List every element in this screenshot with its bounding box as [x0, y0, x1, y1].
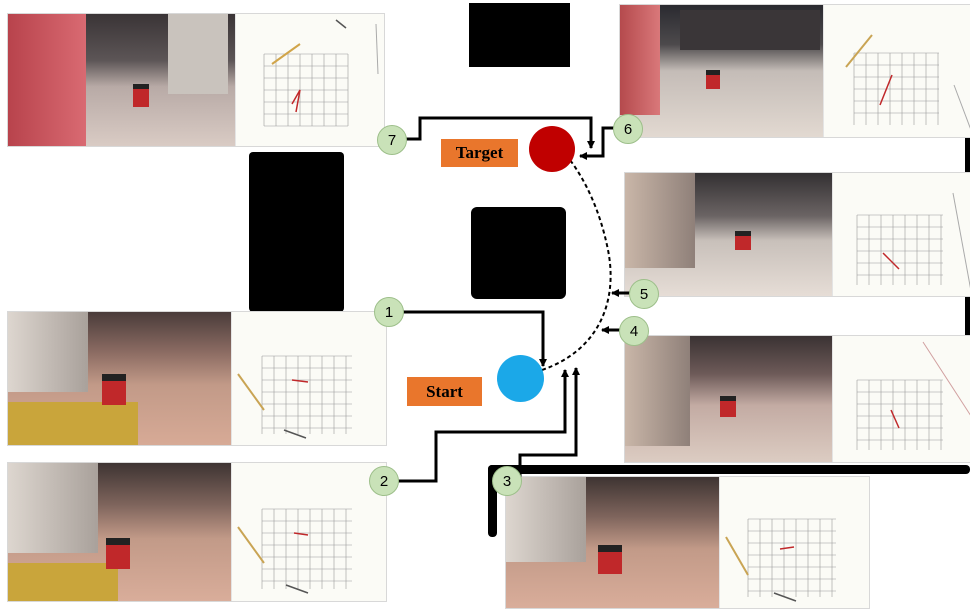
slam-map — [231, 463, 386, 601]
snapshot-panel-3 — [505, 476, 870, 609]
robot-icon — [106, 538, 130, 569]
camera-photo — [506, 477, 720, 608]
snapshot-panel-4 — [624, 335, 970, 463]
waypoint-badge-3: 3 — [492, 466, 522, 496]
camera-photo — [625, 336, 833, 462]
obstacle-left — [249, 152, 344, 312]
slam-map — [832, 336, 970, 462]
slam-map — [231, 312, 386, 445]
wall-segment-3h — [488, 465, 970, 474]
camera-photo — [620, 5, 824, 137]
connector-3 — [518, 367, 580, 481]
waypoint-badge-1: 1 — [374, 297, 404, 327]
connector-7 — [405, 116, 595, 149]
robot-icon — [720, 396, 736, 417]
waypoint-badge-6: 6 — [613, 114, 643, 144]
snapshot-panel-6 — [619, 4, 970, 138]
robot-icon — [706, 70, 720, 89]
connector-1 — [403, 310, 547, 367]
slam-map — [823, 5, 970, 137]
obstacle-center — [471, 207, 566, 299]
slam-map — [719, 477, 869, 608]
snapshot-panel-1 — [7, 311, 387, 446]
wall-segment-4 — [965, 295, 970, 335]
camera-photo — [625, 173, 833, 296]
camera-photo — [8, 14, 236, 146]
robot-icon — [133, 84, 149, 107]
waypoint-badge-5: 5 — [629, 279, 659, 309]
slam-map — [832, 173, 970, 296]
snapshot-panel-5 — [624, 172, 970, 297]
wall-segment-6 — [965, 137, 970, 172]
target-marker — [529, 126, 575, 172]
connector-6 — [579, 126, 615, 160]
start-marker — [497, 355, 544, 402]
robot-icon — [102, 374, 126, 405]
snapshot-panel-7 — [7, 13, 385, 147]
waypoint-badge-7: 7 — [377, 125, 407, 155]
waypoint-badge-2: 2 — [369, 466, 399, 496]
obstacle-top — [469, 3, 570, 67]
robot-icon — [598, 545, 622, 574]
camera-photo — [8, 312, 232, 445]
start-label: Start — [407, 377, 482, 406]
wall-segment-3v — [488, 465, 497, 537]
waypoint-badge-4: 4 — [619, 316, 649, 346]
robot-icon — [735, 231, 751, 250]
snapshot-panel-2 — [7, 462, 387, 602]
target-label: Target — [441, 139, 518, 167]
slam-map — [235, 14, 384, 146]
camera-photo — [8, 463, 232, 601]
trajectory-path — [541, 159, 612, 371]
connector-2 — [398, 369, 569, 483]
